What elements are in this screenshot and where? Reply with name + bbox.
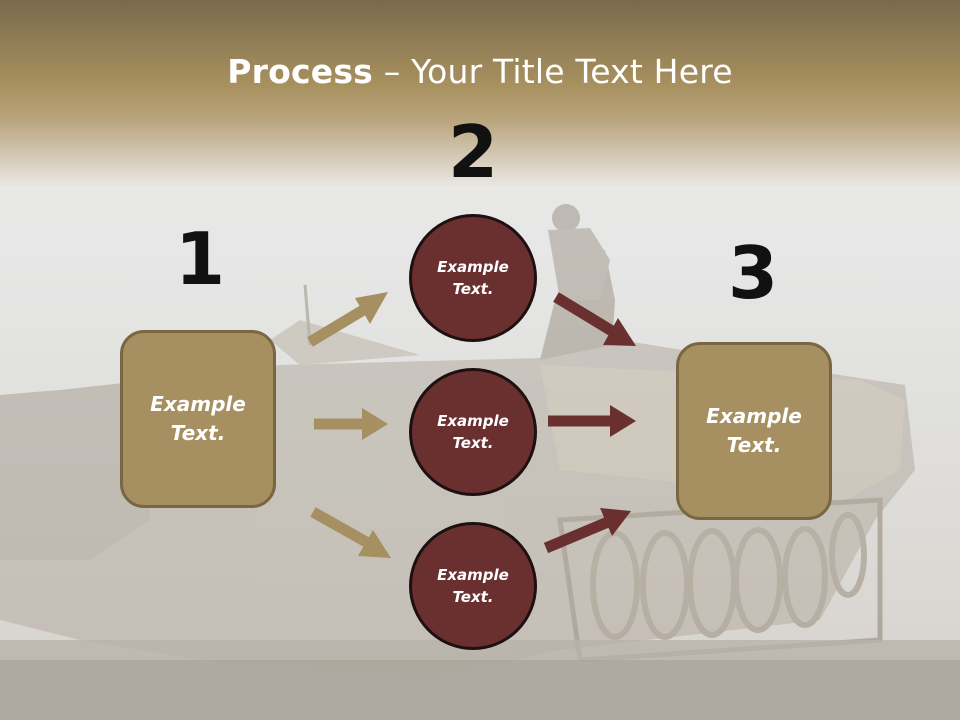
title-bold: Process xyxy=(227,52,374,91)
circle-bottom-text: Example Text. xyxy=(437,565,509,607)
arrow-left-to-top xyxy=(307,292,388,347)
arrow-left-to-middle xyxy=(314,408,388,440)
step-number-3: 3 xyxy=(727,231,779,315)
circle-middle-text: Example Text. xyxy=(437,411,509,453)
arrow-bottom-to-right xyxy=(543,508,631,554)
right-box-text: Example Text. xyxy=(706,404,802,457)
circle-middle: Example Text. xyxy=(409,368,537,496)
circle-top: Example Text. xyxy=(409,214,537,342)
left-text-box: Example Text. xyxy=(120,330,276,508)
step-number-1: 1 xyxy=(174,217,226,301)
right-text-box: Example Text. xyxy=(676,342,832,520)
circle-bottom: Example Text. xyxy=(409,522,537,650)
step-number-2: 2 xyxy=(447,110,499,194)
left-box-text: Example Text. xyxy=(150,392,246,445)
arrow-left-to-bottom xyxy=(310,507,391,558)
arrow-middle-to-right xyxy=(548,405,636,437)
slide-title: Process – Your Title Text Here xyxy=(0,52,960,91)
arrow-top-to-right xyxy=(553,292,636,346)
title-rest: – Your Title Text Here xyxy=(373,52,733,91)
circle-top-text: Example Text. xyxy=(437,257,509,299)
